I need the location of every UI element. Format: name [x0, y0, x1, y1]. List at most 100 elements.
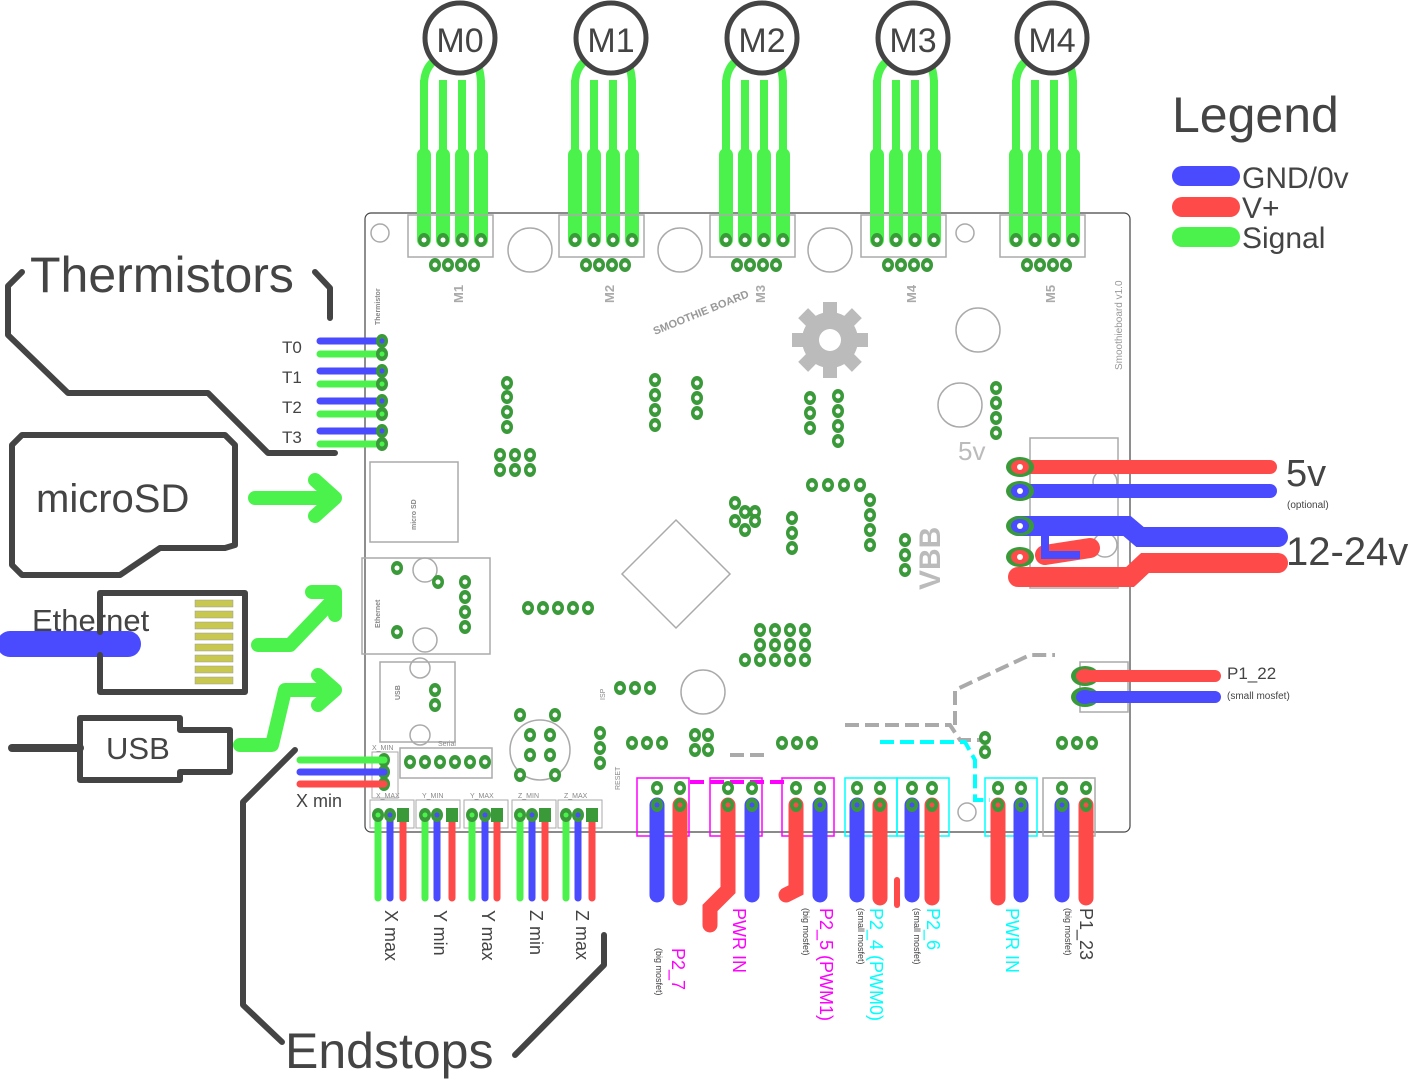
pad-hole: [789, 545, 795, 551]
pad-hole: [407, 759, 413, 765]
pad-hole: [677, 785, 683, 791]
endstop-label-3: Z min: [526, 910, 546, 955]
motor-circle: [875, 0, 951, 76]
pad-hole: [1051, 237, 1057, 243]
pad-hole: [652, 422, 658, 428]
pad-hole: [1013, 237, 1019, 243]
pad-hole: [597, 730, 603, 736]
pad-hole: [893, 237, 899, 243]
endstop-label-1: Y min: [430, 910, 450, 956]
pad-hole: [525, 605, 531, 611]
endstop-header-label: X_MAX: [376, 793, 400, 800]
pad-hole: [780, 237, 786, 243]
pad-hole: [596, 262, 602, 268]
output-label-2: P2_5 (PWM1): [815, 908, 836, 1021]
pad-hole: [793, 785, 799, 791]
pad-hole: [909, 785, 915, 791]
pad-hole: [379, 428, 385, 434]
ethernet-pin: [194, 632, 234, 641]
pad-hole: [757, 642, 763, 648]
microsd-section: microSD: [9, 432, 342, 578]
ethernet-section: Ethernet: [0, 585, 342, 695]
pad-hole: [877, 802, 883, 808]
thermistor-label-1: T1: [282, 368, 302, 387]
pad-hole: [462, 594, 468, 600]
pad-square: [491, 808, 503, 822]
pad-hole: [902, 552, 908, 558]
pad-hole: [747, 262, 753, 268]
motor-label-2: M2: [738, 22, 785, 60]
pad-hole: [772, 627, 778, 633]
output-label-0: P2_7: [667, 948, 688, 990]
pad-hole: [802, 642, 808, 648]
pad-hole: [570, 605, 576, 611]
pad-hole: [379, 338, 385, 344]
pad-hole: [609, 262, 615, 268]
legend-vplus: V+: [1242, 192, 1280, 225]
pad-hole: [462, 624, 468, 630]
pad-hole: [772, 642, 778, 648]
mcu-chip: [620, 518, 732, 630]
output-note-2: (big mosfet): [801, 908, 811, 956]
pad-hole: [527, 452, 533, 458]
pad-hole: [993, 400, 999, 406]
pad-hole: [445, 262, 451, 268]
pad-hole: [659, 740, 665, 746]
pad-hole: [911, 262, 917, 268]
pad-hole: [692, 747, 698, 753]
pad-hole: [1018, 802, 1024, 808]
pad-hole: [434, 812, 440, 818]
legend-gnd: GND/0v: [1242, 162, 1349, 195]
pad-hole: [802, 627, 808, 633]
output-note-0: (big mosfet): [654, 948, 664, 996]
motor-connector: [407, 214, 494, 258]
pad-hole: [583, 262, 589, 268]
motor-label-4: M4: [1028, 22, 1075, 60]
output-label-3: P2_4 (PWM0): [865, 908, 886, 1021]
pad-hole: [749, 802, 755, 808]
output-note-4: (small mosfet): [912, 908, 922, 965]
pad-hole: [597, 760, 603, 766]
pad-hole: [874, 237, 880, 243]
pad-hole: [552, 772, 558, 778]
pad-hole: [1017, 464, 1023, 470]
pad-hole: [512, 467, 518, 473]
pad-hole: [760, 262, 766, 268]
board-motor-label: M1: [451, 285, 466, 303]
pad-hole: [867, 527, 873, 533]
pad-hole: [854, 785, 860, 791]
endstop-header-label: X_MIN: [372, 745, 393, 752]
pad-hole: [807, 395, 813, 401]
ethernet-pin: [194, 643, 234, 652]
pad-hole: [517, 712, 523, 718]
motor-label-1: M1: [587, 22, 634, 60]
pad-hole: [591, 237, 597, 243]
pad-hole: [632, 685, 638, 691]
board-motor-label: M2: [602, 285, 617, 303]
legend-title: Legend: [1172, 87, 1339, 143]
pad-hole: [1017, 488, 1023, 494]
output-label-4: P2_6: [922, 908, 943, 950]
ethernet-pin: [194, 610, 234, 619]
gear-logo-icon: [792, 302, 868, 378]
pad-hole: [787, 627, 793, 633]
board-vbb-label: VBB: [914, 527, 947, 590]
pad-hole: [379, 381, 385, 387]
pad-hole: [497, 467, 503, 473]
board-version: Smoothieboard v1.0: [1114, 280, 1125, 370]
output-note-3: (small mosfet): [856, 908, 866, 965]
output-6: P1_23(big mosfet): [1042, 777, 1096, 960]
pad-hole: [734, 262, 740, 268]
pad-hole: [742, 657, 748, 663]
usb-section: USB: [8, 668, 342, 783]
pad-hole: [394, 565, 400, 571]
pad-hole: [854, 802, 860, 808]
pad-hole: [1070, 237, 1076, 243]
microsd-arrow-icon: [248, 473, 342, 523]
board-motor-label: M5: [1043, 285, 1058, 303]
pad-hole: [694, 395, 700, 401]
output-label-6: P1_23: [1075, 908, 1096, 960]
